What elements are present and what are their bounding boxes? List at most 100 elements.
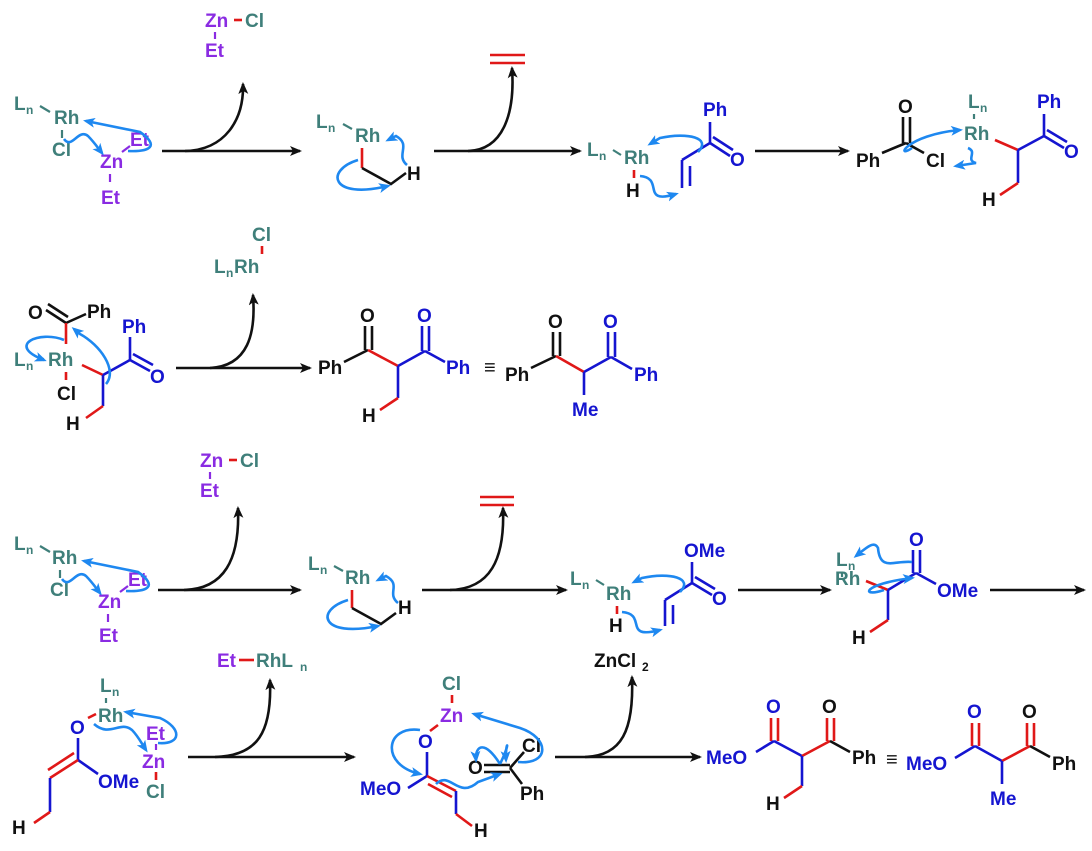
- curly-arrow-icon: [25, 335, 65, 362]
- cl-atom: Cl: [240, 451, 259, 472]
- ln-subscript: n: [300, 660, 307, 674]
- bond: [530, 354, 557, 370]
- bond: [343, 348, 369, 364]
- ph-group: Ph: [1052, 754, 1076, 775]
- bond: [869, 618, 889, 634]
- byproduct-etzncl: Zn Cl Et: [200, 451, 259, 502]
- bond: [1046, 128, 1068, 144]
- curly-arrow-icon: [631, 573, 686, 593]
- zn-atom: Zn: [100, 152, 123, 173]
- bond: [508, 767, 524, 785]
- rh-hydride-acrylate-complex: L n Rh H OMe O: [570, 541, 727, 638]
- o-atom: O: [1022, 702, 1037, 723]
- ln-label: L: [308, 554, 320, 575]
- h-atom: H: [766, 794, 780, 815]
- h-atom: H: [398, 598, 412, 619]
- o-atom: O: [967, 702, 982, 723]
- ph-group: Ph: [87, 302, 111, 323]
- o-atom: O: [603, 312, 618, 333]
- curly-arrow-icon: [123, 708, 178, 745]
- zncl-label: ZnCl: [594, 651, 636, 672]
- ln-label: L: [570, 569, 582, 590]
- o-atom: O: [822, 697, 837, 718]
- curly-arrow-icon: [390, 728, 423, 777]
- bond: [801, 739, 831, 758]
- bond: [612, 149, 622, 156]
- h-atom: H: [12, 818, 26, 839]
- byproduct-ethylene: [480, 495, 514, 507]
- bond: [367, 348, 399, 368]
- curly-arrow-icon: [903, 125, 963, 153]
- bond: [915, 571, 937, 586]
- reaction-arrow: [176, 293, 312, 373]
- h-atom: H: [982, 190, 996, 211]
- rh-hydride-enone-complex: L n Rh H Ph O: [587, 100, 745, 202]
- et-atom: Et: [200, 481, 220, 502]
- curly-arrow-icon: [470, 746, 502, 765]
- bond: [102, 358, 131, 377]
- ln-subscript: n: [226, 266, 233, 280]
- bond: [85, 404, 104, 420]
- o-atom: O: [730, 150, 745, 171]
- bond: [1029, 744, 1051, 759]
- bond: [509, 751, 525, 769]
- bond: [664, 581, 693, 602]
- reaction-arrow: [188, 678, 356, 762]
- ph-group: Ph: [122, 317, 146, 338]
- et-atom: Et: [101, 188, 121, 209]
- ln-subscript: n: [26, 543, 33, 557]
- product-ketoester-expanded: MeO O O Ph H: [706, 697, 876, 815]
- bond: [427, 782, 453, 799]
- bond: [333, 565, 344, 572]
- bond: [49, 758, 79, 780]
- h-atom: H: [626, 181, 640, 202]
- curly-arrow-icon: [93, 722, 148, 753]
- curly-arrow-icon: [81, 557, 151, 593]
- h-atom: H: [852, 628, 866, 649]
- bond: [881, 141, 907, 155]
- rh-ethyl-complex: L n Rh H: [308, 554, 412, 633]
- bond: [47, 302, 69, 319]
- h-atom: H: [474, 821, 488, 842]
- o-atom: O: [28, 303, 43, 324]
- reaction-arrow: [422, 506, 568, 595]
- bond: [455, 812, 473, 828]
- bond: [39, 545, 51, 553]
- cl-atom: Cl: [245, 11, 264, 32]
- bond: [81, 363, 104, 377]
- equivalence-symbol: ≡: [886, 749, 898, 771]
- cl-atom: Cl: [57, 384, 76, 405]
- bond: [429, 723, 439, 733]
- product-diketone-condensed: Ph O O Ph Me: [505, 312, 658, 421]
- bond: [1043, 134, 1065, 150]
- bond: [45, 308, 67, 325]
- ph-group: Ph: [318, 358, 342, 379]
- zn-atom: Zn: [142, 752, 165, 773]
- curly-arrow-icon: [621, 610, 663, 638]
- rh-atom: Rh: [355, 126, 380, 147]
- rh-atom: Rh: [54, 108, 79, 129]
- ln-subscript: n: [328, 121, 335, 135]
- curly-arrow-icon: [435, 772, 503, 790]
- o-atom: O: [909, 530, 924, 551]
- o-atom: O: [548, 312, 563, 333]
- reaction-arrow: [434, 66, 582, 156]
- bond: [119, 585, 129, 593]
- o-atom: O: [468, 758, 483, 779]
- meo-group: MeO: [360, 779, 401, 800]
- ome-group: OMe: [937, 581, 978, 602]
- rh-atom: Rh: [606, 584, 631, 605]
- ph-group: Ph: [703, 100, 727, 121]
- bond: [999, 181, 1019, 197]
- h-atom: H: [407, 164, 421, 185]
- curly-arrow-icon: [471, 711, 544, 764]
- bond: [361, 166, 407, 186]
- cl-atom: Cl: [522, 736, 541, 757]
- o-atom: O: [70, 718, 85, 739]
- subscript-2: 2: [642, 660, 649, 674]
- et-atom: Et: [205, 41, 225, 62]
- bond: [1017, 134, 1045, 152]
- curly-arrow-icon: [498, 744, 511, 765]
- ln-subscript: n: [112, 685, 119, 699]
